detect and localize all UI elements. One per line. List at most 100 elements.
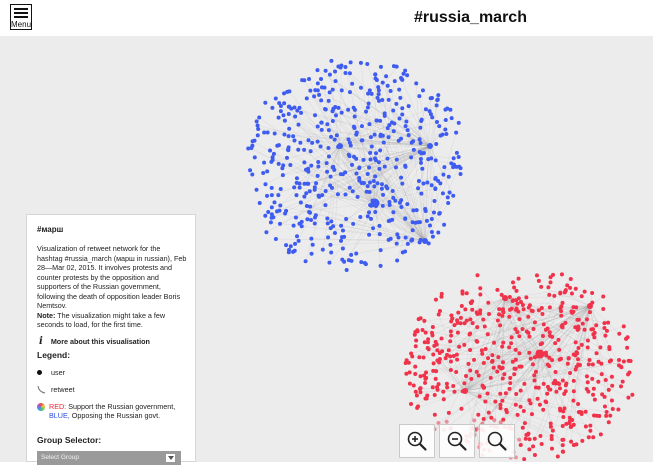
user-node[interactable] — [552, 294, 556, 298]
user-node[interactable] — [291, 134, 295, 138]
user-node[interactable] — [603, 405, 607, 409]
user-node[interactable] — [418, 220, 422, 224]
user-node[interactable] — [270, 205, 274, 209]
user-node[interactable] — [351, 222, 355, 226]
user-node[interactable] — [311, 243, 315, 247]
user-node[interactable] — [388, 203, 392, 207]
user-node[interactable] — [371, 226, 375, 230]
user-node[interactable] — [348, 154, 352, 158]
user-node[interactable] — [554, 390, 558, 394]
user-node[interactable] — [561, 301, 565, 305]
user-node[interactable] — [522, 457, 526, 461]
user-node[interactable] — [367, 102, 371, 106]
user-node[interactable] — [433, 186, 437, 190]
user-node[interactable] — [446, 201, 450, 205]
user-node[interactable] — [325, 122, 329, 126]
user-node[interactable] — [422, 355, 426, 359]
user-node[interactable] — [538, 403, 542, 407]
user-node[interactable] — [366, 184, 370, 188]
user-node[interactable] — [437, 124, 441, 128]
user-node[interactable] — [498, 323, 502, 327]
user-node[interactable] — [435, 120, 439, 124]
user-node[interactable] — [601, 294, 605, 298]
user-node[interactable] — [385, 157, 389, 161]
user-node[interactable] — [373, 72, 377, 76]
user-node[interactable] — [251, 139, 255, 143]
user-node[interactable] — [316, 140, 320, 144]
user-node[interactable] — [487, 312, 491, 316]
user-node[interactable] — [293, 249, 297, 253]
user-node[interactable] — [398, 201, 402, 205]
user-node[interactable] — [546, 385, 550, 389]
user-node[interactable] — [346, 108, 350, 112]
user-node[interactable] — [387, 219, 391, 223]
user-node[interactable] — [404, 165, 408, 169]
user-node[interactable] — [278, 222, 282, 226]
user-node[interactable] — [308, 89, 312, 93]
user-node[interactable] — [586, 345, 590, 349]
user-node[interactable] — [463, 307, 467, 311]
user-node[interactable] — [595, 414, 599, 418]
user-node[interactable] — [538, 434, 542, 438]
user-node[interactable] — [508, 387, 512, 391]
user-node[interactable] — [484, 347, 488, 351]
user-node[interactable] — [559, 309, 563, 313]
user-node[interactable] — [584, 424, 588, 428]
user-node[interactable] — [331, 165, 335, 169]
user-node[interactable] — [266, 210, 270, 214]
user-node[interactable] — [386, 84, 390, 88]
user-node[interactable] — [483, 324, 487, 328]
user-node[interactable] — [625, 346, 629, 350]
user-node[interactable] — [510, 335, 514, 339]
user-node[interactable] — [556, 381, 560, 385]
user-node[interactable] — [344, 193, 348, 197]
menu-button[interactable]: Menu — [10, 4, 32, 30]
user-node[interactable] — [428, 224, 432, 228]
user-node[interactable] — [309, 218, 313, 222]
user-node[interactable] — [598, 345, 602, 349]
user-node[interactable] — [539, 342, 543, 346]
user-node[interactable] — [531, 444, 535, 448]
user-node[interactable] — [600, 372, 604, 376]
user-node[interactable] — [451, 194, 455, 198]
user-node[interactable] — [452, 390, 456, 394]
user-node[interactable] — [455, 353, 459, 357]
user-node[interactable] — [397, 116, 401, 120]
user-node[interactable] — [422, 319, 426, 323]
user-node[interactable] — [504, 391, 508, 395]
user-node[interactable] — [489, 376, 493, 380]
user-node[interactable] — [368, 158, 372, 162]
user-node[interactable] — [561, 443, 565, 447]
user-node[interactable] — [456, 331, 460, 335]
user-node[interactable] — [302, 195, 306, 199]
user-node[interactable] — [399, 137, 403, 141]
user-node[interactable] — [302, 160, 306, 164]
user-node[interactable] — [329, 219, 333, 223]
user-node[interactable] — [418, 390, 422, 394]
user-node[interactable] — [423, 340, 427, 344]
user-node[interactable] — [328, 183, 332, 187]
user-node[interactable] — [292, 185, 296, 189]
user-node[interactable] — [348, 186, 352, 190]
user-node[interactable] — [349, 253, 353, 257]
user-node[interactable] — [606, 321, 610, 325]
user-node[interactable] — [593, 331, 597, 335]
user-node[interactable] — [366, 172, 370, 176]
user-node[interactable] — [558, 386, 562, 390]
user-node[interactable] — [333, 231, 337, 235]
user-node[interactable] — [580, 294, 584, 298]
user-node[interactable] — [329, 135, 333, 139]
user-node[interactable] — [438, 309, 442, 313]
user-node[interactable] — [448, 190, 452, 194]
user-node[interactable] — [591, 435, 595, 439]
user-node[interactable] — [486, 332, 490, 336]
user-node[interactable] — [249, 146, 253, 150]
user-node[interactable] — [409, 402, 413, 406]
user-node[interactable] — [619, 384, 623, 388]
user-node[interactable] — [524, 437, 528, 441]
user-node[interactable] — [557, 348, 561, 352]
user-node[interactable] — [501, 341, 505, 345]
user-node[interactable] — [413, 372, 417, 376]
user-node[interactable] — [358, 215, 362, 219]
user-node[interactable] — [348, 90, 352, 94]
